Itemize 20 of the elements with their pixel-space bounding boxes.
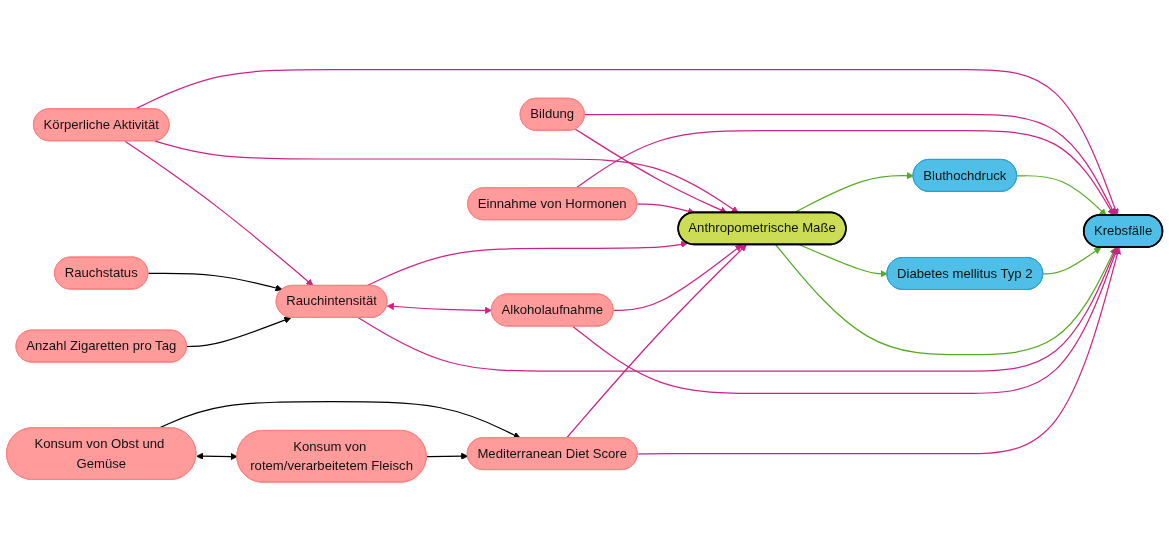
arrow [612,244,743,312]
arrow [147,272,283,292]
arrow [574,128,728,214]
arrow [636,247,1121,455]
arrow [196,452,238,461]
arrow [386,302,493,315]
arrow [793,172,914,214]
arrow [124,140,314,287]
arrow [1016,175,1107,216]
arrow [572,247,1119,395]
arrow [798,244,888,278]
arrow [1042,247,1102,275]
arrow [584,113,1116,216]
arrow [636,203,695,215]
arrow [565,244,747,439]
arrow [154,140,739,214]
arrow [366,240,688,287]
arrow [426,452,469,460]
arrow [575,130,1115,216]
arrow [186,316,292,348]
